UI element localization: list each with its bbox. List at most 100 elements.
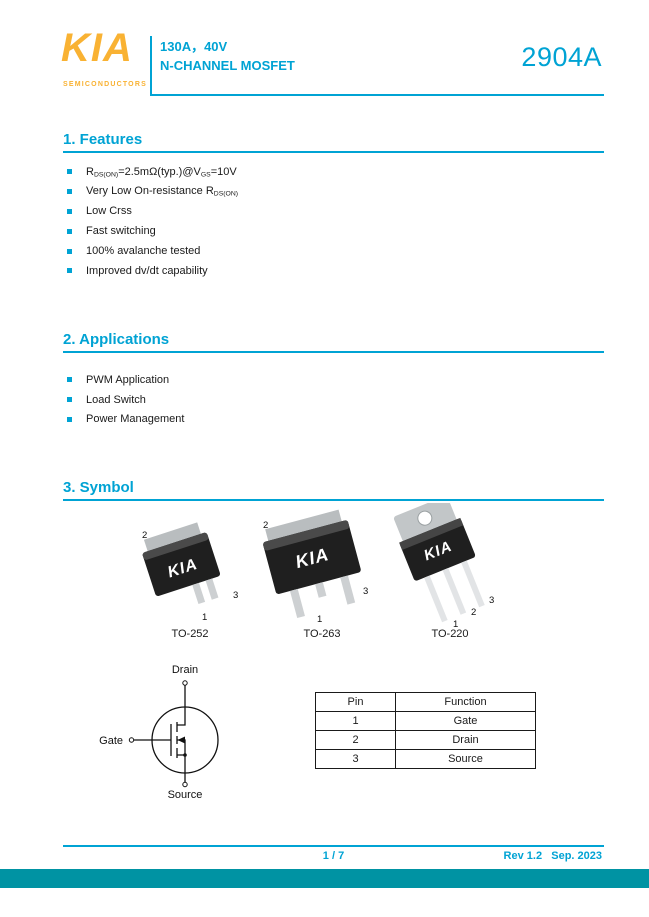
list-item: Improved dv/dt capability	[63, 261, 573, 281]
section-rule-applications	[63, 351, 604, 353]
square-bullet-icon	[67, 268, 72, 274]
list-item: 100% avalanche tested	[63, 241, 573, 261]
package-tab	[143, 522, 202, 554]
feature-text: Very Low On-resistance RDS(ON)	[86, 185, 239, 199]
pin-number-label: 3	[233, 590, 238, 601]
table-header-function: Function	[395, 692, 536, 712]
applications-list: PWM Application Load Switch Power Manage…	[63, 370, 573, 429]
package-lead	[192, 582, 206, 605]
part-number: 2904A	[521, 42, 602, 72]
application-text: PWM Application	[86, 373, 170, 386]
header-rule	[150, 94, 604, 96]
gate-terminal	[128, 737, 135, 743]
section-title-features: 1. Features	[63, 131, 143, 148]
square-bullet-icon	[67, 397, 72, 403]
package-body	[399, 518, 476, 581]
table-header-row: Pin Function	[315, 692, 536, 712]
package-name-label: TO-252	[171, 628, 209, 640]
list-item: Low Crss	[63, 202, 573, 222]
page-number: 1 / 7	[322, 850, 345, 862]
feature-text: 100% avalanche tested	[86, 245, 201, 258]
package-lead	[424, 575, 448, 623]
function-cell: Gate	[395, 711, 536, 731]
package-name-label: TO-220	[431, 628, 469, 640]
package-lead	[289, 588, 305, 619]
footer-rule	[63, 845, 604, 847]
revision-info: Rev 1.2 Sep. 2023	[503, 850, 602, 862]
feature-text: Low Crss	[86, 205, 132, 218]
section-rule-symbol	[63, 499, 604, 501]
package-sheen	[263, 520, 350, 551]
table-row: 3 Source	[315, 749, 536, 769]
device-ratings: 130A，40V N-CHANNEL MOSFET	[160, 37, 295, 75]
to-220-body-group: KIA	[393, 503, 485, 623]
pin-number-label: 1	[453, 619, 458, 630]
feature-text: Fast switching	[86, 225, 156, 238]
device-type-line: N-CHANNEL MOSFET	[160, 58, 295, 73]
section-rule-features	[63, 151, 604, 153]
pin-number-label: 2	[471, 607, 476, 618]
package-tab	[265, 509, 343, 543]
list-item: Load Switch	[63, 390, 573, 410]
brand-logo: KIA	[61, 26, 133, 70]
pin-number-label: 3	[489, 595, 494, 606]
drain-wire	[177, 685, 186, 726]
feature-text: Improved dv/dt capability	[86, 264, 208, 277]
application-text: Power Management	[86, 413, 185, 426]
application-text: Load Switch	[86, 393, 146, 406]
pin-cell: 1	[315, 711, 396, 731]
function-cell: Drain	[395, 730, 536, 750]
pin-cell: 2	[315, 730, 396, 750]
source-wire	[177, 754, 186, 782]
square-bullet-icon	[67, 248, 72, 254]
list-item: PWM Application	[63, 370, 573, 390]
feature-text: RDS(ON)=2.5mΩ(typ.)@VGS=10V	[86, 165, 237, 179]
body-arrow-icon	[177, 736, 185, 744]
package-lead	[461, 560, 485, 608]
header-vertical-rule	[150, 36, 152, 94]
list-item: Power Management	[63, 410, 573, 430]
package-lead	[205, 578, 219, 600]
list-item: RDS(ON)=2.5mΩ(typ.)@VGS=10V	[63, 162, 573, 182]
brand-logo-subtext: SEMICONDUCTORS	[63, 81, 147, 88]
square-bullet-icon	[67, 189, 72, 195]
package-sheen	[142, 532, 209, 560]
pin-number-label: 2	[142, 530, 147, 541]
to-263-package-image: KIA 2 1 3	[263, 509, 368, 625]
to-220-package-image: KIA 3 2 1	[393, 503, 494, 630]
function-cell: Source	[395, 749, 536, 769]
square-bullet-icon	[67, 416, 72, 422]
package-name-label: TO-263	[303, 628, 341, 640]
list-item: Fast switching	[63, 221, 573, 241]
to-263-body-group: KIA	[263, 509, 361, 619]
pin-cell: 3	[315, 749, 396, 769]
drain-label: Drain	[172, 664, 198, 676]
square-bullet-icon	[67, 208, 72, 214]
junction-dot	[183, 753, 187, 757]
square-bullet-icon	[67, 377, 72, 383]
package-lead	[442, 568, 467, 615]
pin-number-label: 3	[363, 586, 368, 597]
section-title-symbol: 3. Symbol	[63, 479, 134, 496]
table-header-pin: Pin	[315, 692, 396, 712]
pin-number-label: 1	[202, 612, 207, 623]
to-252-body-group: KIA	[142, 522, 221, 605]
square-bullet-icon	[67, 169, 72, 175]
table-row: 1 Gate	[315, 711, 536, 731]
section-title-applications: 2. Applications	[63, 331, 170, 348]
package-sheen	[399, 517, 464, 551]
pin-number-label: 1	[317, 614, 322, 625]
mosfet-symbol-schematic: Drain Gate Source	[99, 664, 219, 801]
table-row: 2 Drain	[315, 730, 536, 750]
gate-label: Gate	[99, 735, 123, 747]
mounting-hole	[417, 510, 433, 526]
list-item: Very Low On-resistance RDS(ON)	[63, 182, 573, 202]
features-list: RDS(ON)=2.5mΩ(typ.)@VGS=10V Very Low On-…	[63, 162, 573, 281]
package-lead	[315, 582, 327, 598]
pin-function-table: Pin Function 1 Gate 2 Drain 3 Source	[315, 692, 536, 769]
pin-number-label: 2	[263, 520, 268, 531]
drain-terminal	[182, 680, 188, 686]
square-bullet-icon	[67, 228, 72, 234]
to-252-package-image: KIA 2 1 3	[142, 522, 238, 623]
